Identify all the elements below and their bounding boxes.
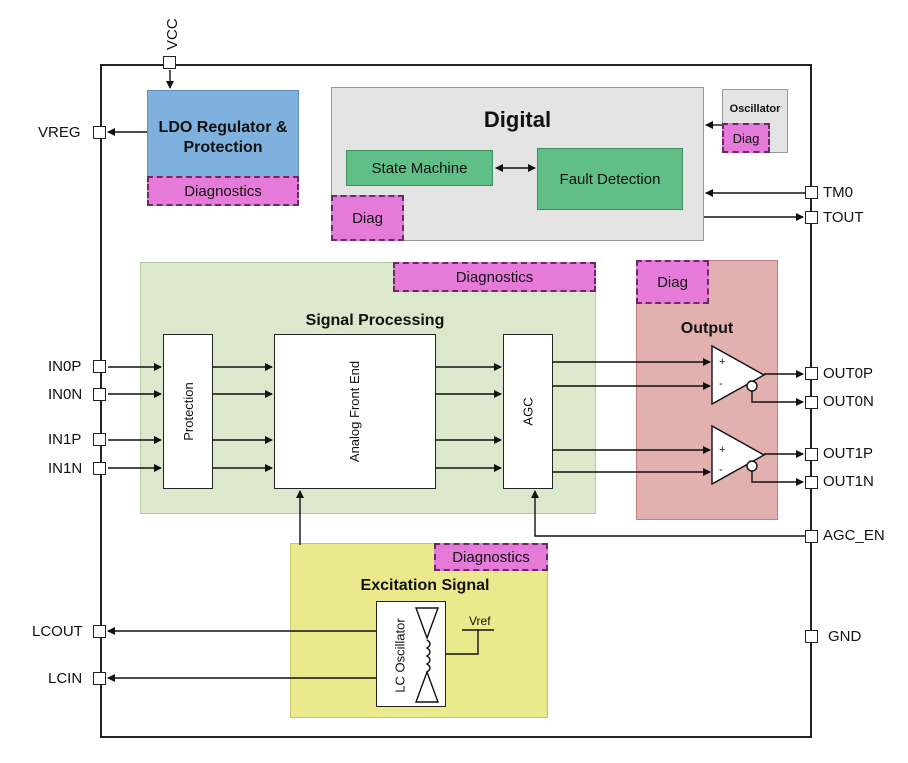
pin-tm0 bbox=[805, 186, 818, 199]
pin-label-agc-en: AGC_EN bbox=[823, 527, 885, 544]
pin-label-in1n: IN1N bbox=[48, 460, 83, 477]
pin-label-out0p: OUT0P bbox=[823, 365, 874, 382]
pin-agc-en bbox=[805, 530, 818, 543]
pin-in0n bbox=[93, 388, 106, 401]
digital-title: Digital bbox=[483, 107, 552, 132]
amp0-plus: + bbox=[719, 356, 726, 368]
signal-diagnostics: Diagnostics bbox=[393, 262, 596, 292]
excitation-title: Excitation Signal bbox=[360, 577, 490, 594]
amp1-plus: + bbox=[719, 444, 726, 456]
lc-inductor bbox=[425, 639, 431, 673]
pin-label-vcc: VCC bbox=[164, 18, 181, 50]
pin-out0p bbox=[805, 367, 818, 380]
oscillator-title: Oscillator bbox=[729, 103, 781, 115]
pin-label-gnd: GND bbox=[828, 628, 862, 645]
protection-box: Protection bbox=[163, 334, 213, 489]
amp0-symbol bbox=[711, 344, 766, 406]
pin-label-tout: TOUT bbox=[823, 209, 864, 226]
lc-triangle-bottom bbox=[414, 669, 440, 703]
signal-processing-title: Signal Processing bbox=[305, 312, 445, 329]
amp1-inverting-bubble bbox=[746, 460, 758, 472]
amp0-inverting-bubble bbox=[746, 380, 758, 392]
pin-tout bbox=[805, 211, 818, 224]
lc-triangle-top bbox=[414, 607, 440, 641]
pin-label-in0n: IN0N bbox=[48, 386, 83, 403]
pin-lcout bbox=[93, 625, 106, 638]
pin-label-lcin: LCIN bbox=[48, 670, 83, 687]
fault-detection-box: Fault Detection bbox=[537, 148, 683, 210]
pin-in1n bbox=[93, 462, 106, 475]
pin-out1p bbox=[805, 448, 818, 461]
agc-box: AGC bbox=[503, 334, 553, 489]
pin-label-vreg: VREG bbox=[38, 124, 81, 141]
pin-label-in0p: IN0P bbox=[48, 358, 82, 375]
state-machine-box: State Machine bbox=[346, 150, 493, 186]
excitation-diagnostics: Diagnostics bbox=[434, 543, 548, 571]
pin-gnd bbox=[805, 630, 818, 643]
pin-label-out1p: OUT1P bbox=[823, 445, 874, 462]
pin-vreg bbox=[93, 126, 106, 139]
oscillator-diag: Diag bbox=[722, 123, 770, 153]
amp1-minus: - bbox=[719, 464, 723, 476]
output-diag: Diag bbox=[636, 260, 709, 304]
analog-front-end-box: Analog Front End bbox=[274, 334, 436, 489]
pin-label-out1n: OUT1N bbox=[823, 473, 874, 490]
pin-label-in1p: IN1P bbox=[48, 431, 82, 448]
pin-out1n bbox=[805, 476, 818, 489]
vref-label: Vref bbox=[469, 614, 491, 628]
output-title: Output bbox=[680, 320, 734, 337]
pin-label-out0n: OUT0N bbox=[823, 393, 874, 410]
digital-diag: Diag bbox=[331, 195, 404, 241]
amp1-symbol bbox=[711, 424, 766, 486]
pin-in0p bbox=[93, 360, 106, 373]
pin-label-tm0: TM0 bbox=[823, 184, 853, 201]
ldo-title: LDO Regulator & Protection bbox=[158, 119, 288, 156]
pin-label-lcout: LCOUT bbox=[32, 623, 83, 640]
pin-in1p bbox=[93, 433, 106, 446]
pin-out0n bbox=[805, 396, 818, 409]
pin-lcin bbox=[93, 672, 106, 685]
pin-vcc bbox=[163, 56, 176, 69]
ldo-diagnostics: Diagnostics bbox=[147, 176, 299, 206]
amp0-minus: - bbox=[719, 378, 723, 390]
